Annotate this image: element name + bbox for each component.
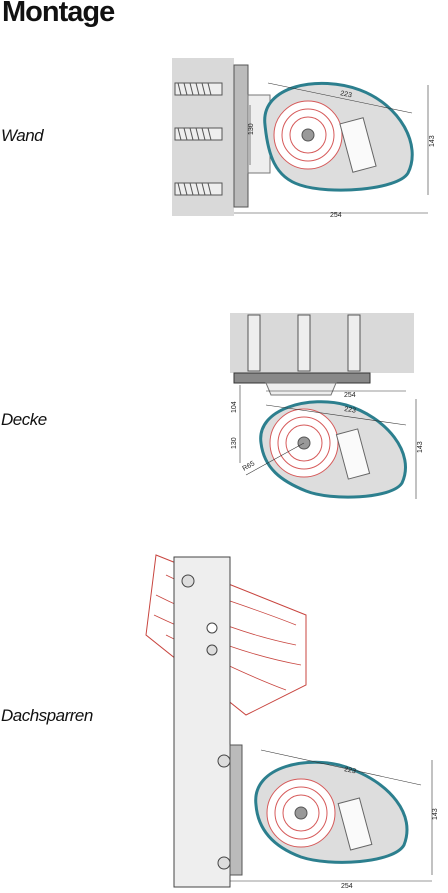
plate-bolt-3 [206,644,218,656]
section-label-wand: Wand [1,126,44,145]
plate-bolt-5 [217,856,231,870]
dim-height: 143 [429,135,436,147]
awning-cassette [263,82,414,192]
wall-mount-diagram: 223 130 143 254 [172,58,436,219]
plate-bolt-2 [206,622,218,634]
screw-middle [174,127,223,141]
dimension-lines-ceiling [239,385,417,499]
dim-width-diag-ceiling: 223 [344,406,357,415]
dim-width-diag: 223 [340,90,353,99]
wall-bracket [233,64,249,208]
dim-bracket-ceiling: 130 [231,437,238,449]
dim-height-rafter: 143 [432,808,439,820]
dim-depth-ceiling: 254 [344,392,356,399]
section-label-dachsparren: Dachsparren [1,706,93,725]
ceiling [230,313,414,373]
mounting-plate [173,556,231,888]
dimension-lines-rafter [230,749,433,882]
screw-top [174,82,223,96]
dim-bracket-top: 104 [231,401,238,413]
awning-cassette-rafter [254,760,409,864]
page-title: Montage [2,0,115,28]
awning-cassette-ceiling [259,400,407,499]
dim-depth: 254 [330,212,342,219]
dimension-lines [234,82,429,214]
ceiling-mount-diagram: 254 223 104 130 143 R65 [230,313,424,499]
section-label-decke: Decke [1,410,47,429]
dim-depth-rafter: 254 [341,883,353,890]
rafter-mount-diagram: 223 143 254 [145,554,439,890]
screw-bottom [174,182,223,196]
ceiling-bracket [233,372,371,384]
plate-bolt-4 [217,754,231,768]
dim-bracket: 130 [248,123,255,135]
plate-bolt-1 [181,574,195,588]
dim-height-ceiling: 143 [417,441,424,453]
ceiling-screws [247,314,361,372]
dim-width-diag-rafter: 223 [344,766,357,775]
